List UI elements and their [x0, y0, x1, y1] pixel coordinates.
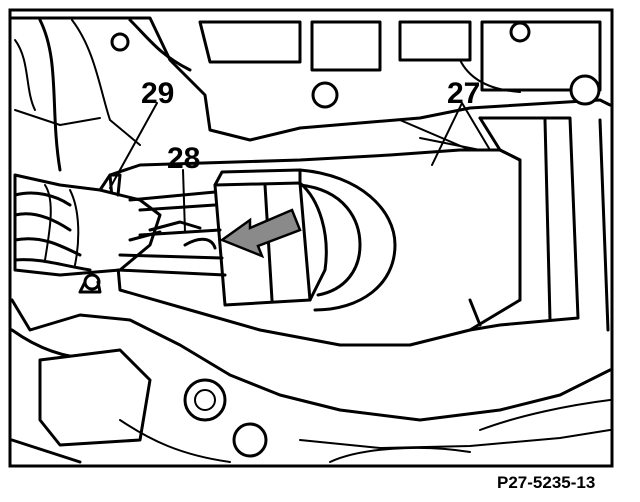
cover-plate-27	[108, 116, 580, 347]
leader-27a	[431, 102, 463, 166]
leader-27b	[461, 102, 491, 151]
callout-28: 28	[167, 142, 200, 175]
figure-id: P27-5235-13	[497, 473, 595, 492]
wiring-harness	[13, 173, 227, 294]
callout-29: 29	[141, 77, 174, 110]
callout-27: 27	[447, 77, 480, 110]
removal-direction-arrow	[219, 208, 302, 259]
leader-29	[109, 102, 158, 189]
transmission-housing	[10, 16, 612, 332]
lower-casting	[10, 298, 612, 464]
leader-lines	[109, 102, 491, 233]
leader-28	[182, 169, 186, 233]
